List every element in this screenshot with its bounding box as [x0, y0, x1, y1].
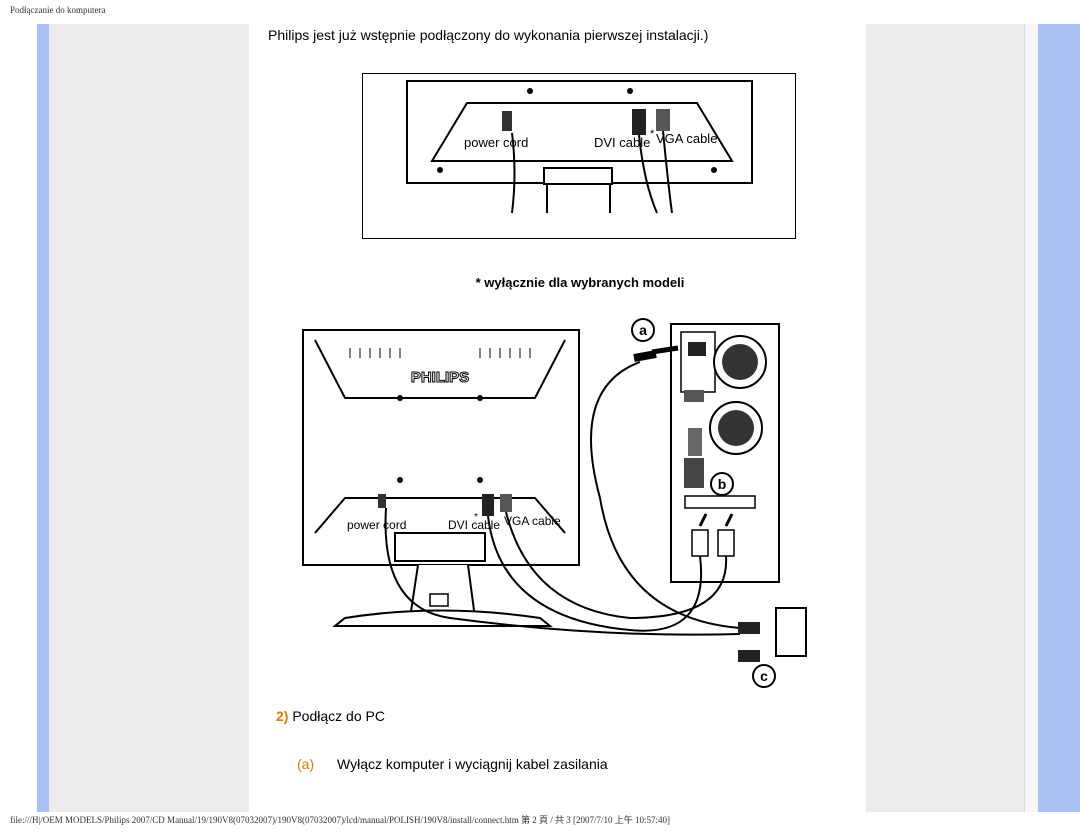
substep-text: Wyłącz komputer i wyciągnij kabel zasila… [337, 756, 608, 772]
label-vga-cable: VGA cable [656, 131, 717, 146]
cable-clip [543, 167, 613, 185]
label2-vga-cable: VGA cable [504, 514, 561, 528]
power-cable-monitor [384, 507, 741, 636]
asterisk-mark-2: * [474, 512, 478, 523]
label2-power-cord: power cord [347, 518, 406, 532]
monitor-connectors-figure: power cord DVI cable VGA cable * [362, 73, 796, 239]
vga-cable-line [505, 511, 728, 620]
monitor-base [332, 609, 553, 627]
asterisk-mark: * [650, 128, 655, 140]
callout-b [710, 472, 734, 496]
philips-logo: PHILIPS [411, 369, 469, 386]
right-accent-band [1038, 24, 1080, 812]
page-footer-url: file:///H|/OEM MODELS/Philips 2007/CD Ma… [10, 815, 671, 825]
right-margin-panel [866, 24, 1024, 812]
note-selected-models: * wyłącznie dla wybranych modeli [475, 275, 685, 290]
dvi-cable-line [487, 515, 703, 632]
step-text: Podłącz do PC [292, 708, 385, 724]
intro-text: Philips jest już wstępnie podłączony do … [268, 27, 709, 43]
callout-b-label: b [718, 476, 727, 492]
label2-dvi-cable: DVI cable [448, 518, 500, 532]
substep-letter: (a) [297, 756, 315, 772]
running-header: Podłączanie do komputera [10, 5, 106, 15]
vga-connector [656, 109, 670, 131]
graphics-card-slot [684, 495, 756, 509]
power-socket [502, 111, 512, 131]
label-dvi-cable: DVI cable [594, 135, 650, 150]
scroll-track[interactable] [1024, 24, 1039, 812]
wall-outlet [775, 607, 807, 657]
step-2: 2) Podłącz do PC [276, 708, 385, 724]
left-margin-panel [49, 24, 249, 812]
label-power-cord: power cord [464, 135, 528, 150]
step-number: 2) [276, 708, 289, 724]
left-accent-band [37, 24, 49, 812]
callout-c-label: c [760, 668, 768, 684]
pc-connection-figure: PHILIPS power cord DVI cable VGA cable *… [302, 318, 807, 688]
callout-a-label: a [639, 322, 647, 338]
callout-c [752, 664, 776, 688]
dvi-connector [632, 109, 646, 135]
callout-a [631, 318, 655, 342]
monitor-rear [302, 329, 580, 566]
